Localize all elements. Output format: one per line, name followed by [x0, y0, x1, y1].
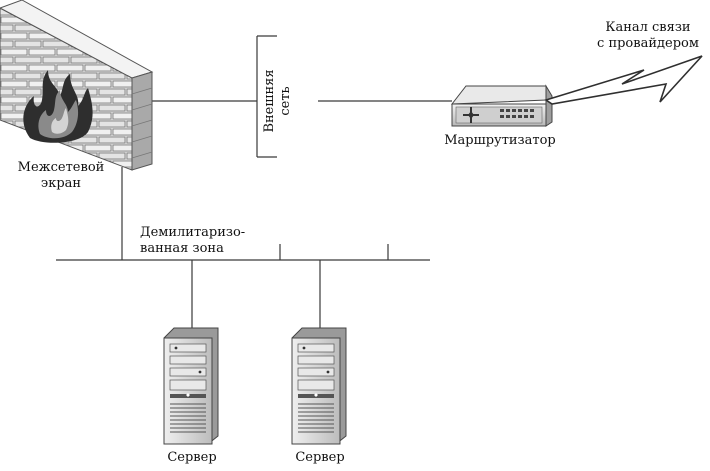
- firewall-side-face: [131, 71, 153, 171]
- server-tower-icon: [163, 327, 219, 445]
- dmz-label: Демилитаризо- ванная зона: [140, 225, 252, 257]
- provider-channel-label-line1: Канал связи: [605, 20, 691, 35]
- external-network-label-line1: Внешняя: [262, 69, 277, 132]
- server-1-label: Сервер: [167, 450, 217, 465]
- firewall-label: Межсетевой экран: [16, 160, 106, 192]
- connection-lines: [56, 35, 452, 328]
- external-network-label: Внешняя сеть: [262, 69, 293, 132]
- server-tower-icon: [291, 327, 347, 445]
- firewall-label-line2: экран: [40, 176, 82, 191]
- lightning-link-icon: [544, 55, 703, 105]
- external-network-label-line2: сеть: [278, 86, 293, 115]
- router-icon: [450, 84, 553, 127]
- server-2-label: Сервер: [295, 450, 345, 465]
- flame-icon: [23, 70, 93, 143]
- provider-channel-label-line2: с провайдером: [597, 36, 699, 51]
- provider-channel-label: Канал связи с провайдером: [590, 20, 706, 52]
- firewall-brick-wall-icon: [0, 0, 154, 171]
- dmz-label-line1: Демилитаризо-: [140, 225, 246, 240]
- dmz-label-line2: ванная зона: [140, 241, 224, 256]
- firewall-label-line1: Межсетевой: [17, 160, 105, 175]
- router-label: Маршрутизатор: [444, 133, 556, 148]
